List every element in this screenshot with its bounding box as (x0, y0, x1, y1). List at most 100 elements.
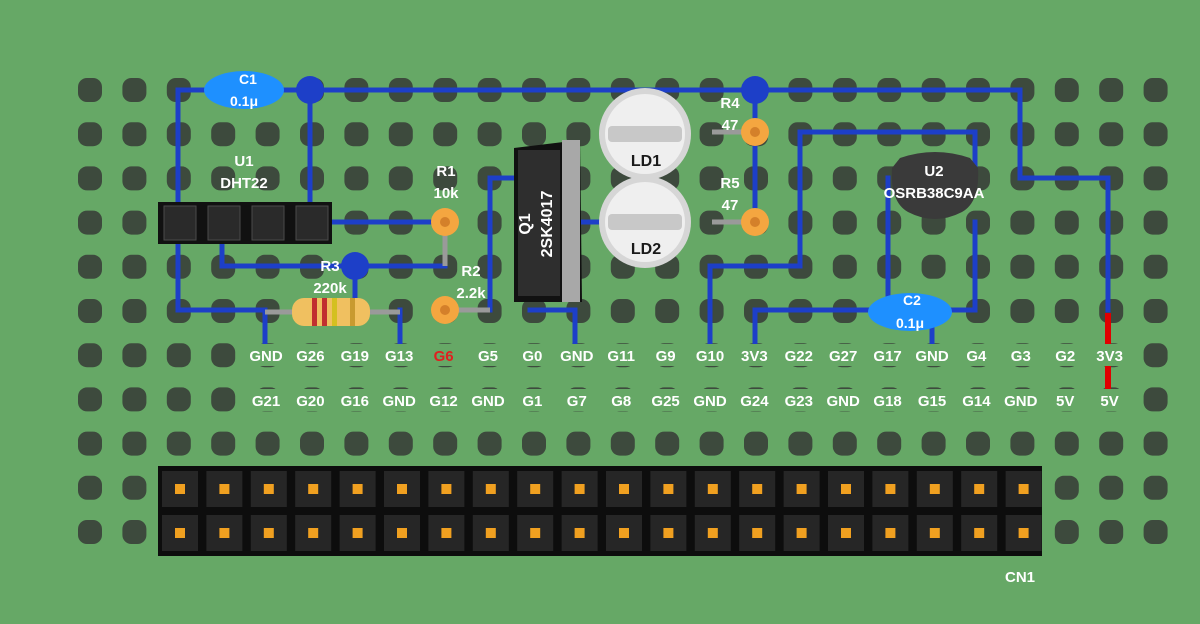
r3-value: 220k (313, 280, 347, 297)
header-pin (441, 484, 452, 494)
pin-label: 5V (1056, 393, 1074, 410)
pin-label: G9 (656, 348, 676, 365)
header-pin (796, 528, 807, 538)
header-pin (752, 528, 763, 538)
board-pad (255, 166, 280, 191)
header-pin (663, 528, 674, 538)
pin-label: G26 (296, 348, 324, 365)
r1-value: 10k (433, 185, 459, 202)
ld1-name: LD1 (631, 153, 661, 170)
board-pad (1143, 78, 1168, 102)
pin-label: G23 (785, 393, 813, 410)
board-pad (211, 166, 236, 191)
board-pad (966, 210, 990, 235)
board-pad (966, 299, 990, 323)
board-pad (966, 254, 990, 279)
junction-dot (341, 252, 369, 280)
board-pad (211, 122, 236, 147)
ld2-name: LD2 (631, 241, 661, 258)
board-pad (1143, 122, 1168, 147)
board-pad (699, 210, 724, 235)
header-pin (885, 484, 896, 494)
c1-name: C1 (239, 71, 257, 87)
board-pad (1099, 254, 1124, 279)
board-pad (921, 254, 946, 279)
board-pad (610, 299, 635, 323)
board-pad (122, 210, 147, 235)
pin-label: G4 (966, 348, 987, 365)
board-pad (1054, 254, 1079, 279)
board-pad (1099, 431, 1124, 456)
pin-label: 3V3 (1096, 348, 1123, 365)
board-pad (788, 431, 813, 456)
pin-label: G27 (829, 348, 857, 365)
pin-label: GND (1004, 393, 1038, 410)
board-pad (122, 520, 147, 544)
r3-name: R3 (320, 258, 339, 275)
pin-label: G0 (522, 348, 542, 365)
pin-label: G20 (296, 393, 324, 410)
pin-label: G10 (696, 348, 724, 365)
board-pad (477, 122, 502, 147)
board-pad (78, 387, 102, 412)
board-pad (1099, 78, 1124, 102)
board-pad (300, 431, 324, 456)
board-pad (1054, 520, 1079, 544)
pin-label: G13 (385, 348, 413, 365)
board-pad (1099, 520, 1124, 544)
board-pad (1143, 254, 1168, 279)
transistor-q1: Q1 2SK4017 (514, 140, 582, 302)
pin-label: G7 (567, 393, 587, 410)
board-pad (433, 122, 458, 147)
pin-label: 5V (1100, 393, 1118, 410)
pin-label: G18 (873, 393, 901, 410)
board-pad (832, 254, 857, 279)
board-pad (211, 343, 236, 368)
r5-value: 47 (722, 197, 739, 214)
header-pin (974, 484, 985, 494)
board-pad (122, 387, 147, 412)
board-pad (1143, 387, 1168, 412)
pin-label: GND (560, 348, 594, 365)
board-pad (78, 343, 102, 368)
board-pad (388, 431, 413, 456)
header-pin (175, 528, 185, 538)
pin-label: GND (915, 348, 949, 365)
connector-cn1: CN1 (158, 466, 1042, 586)
header-pin (574, 528, 585, 538)
board-pad (122, 254, 147, 279)
resistor-r3: R3 220k (265, 258, 400, 326)
board-pad (122, 122, 147, 147)
header-pin (263, 528, 274, 538)
board-pad (255, 122, 280, 147)
pin-label: G15 (918, 393, 946, 410)
board-pad (78, 299, 102, 323)
board-pad (122, 299, 147, 323)
led-ld2: LD2 (599, 176, 691, 268)
board-pad (832, 210, 857, 235)
board-pad (78, 166, 102, 191)
board-pad (1099, 122, 1124, 147)
resistor-r5: R5 47 (712, 175, 769, 236)
board-pad (610, 431, 635, 456)
pin-label: GND (471, 393, 505, 410)
board-pad (1143, 475, 1168, 500)
header-pin (175, 484, 185, 494)
c2-value: 0.1μ (896, 315, 924, 331)
header-pin (308, 528, 319, 538)
board-pad (1054, 122, 1079, 147)
board-pad (1099, 299, 1124, 323)
pin-label: G21 (252, 393, 280, 410)
board-pad (966, 122, 990, 147)
pin-label: G17 (873, 348, 901, 365)
u2-value: OSRB38C9AA (884, 185, 985, 202)
board-pad (1010, 299, 1035, 323)
header-pin (752, 484, 763, 494)
board-pad (211, 431, 236, 456)
pin-label: G24 (740, 393, 769, 410)
board-pad (655, 431, 680, 456)
board-pad (1054, 299, 1079, 323)
board-pad (966, 431, 990, 456)
header-pin (530, 484, 541, 494)
